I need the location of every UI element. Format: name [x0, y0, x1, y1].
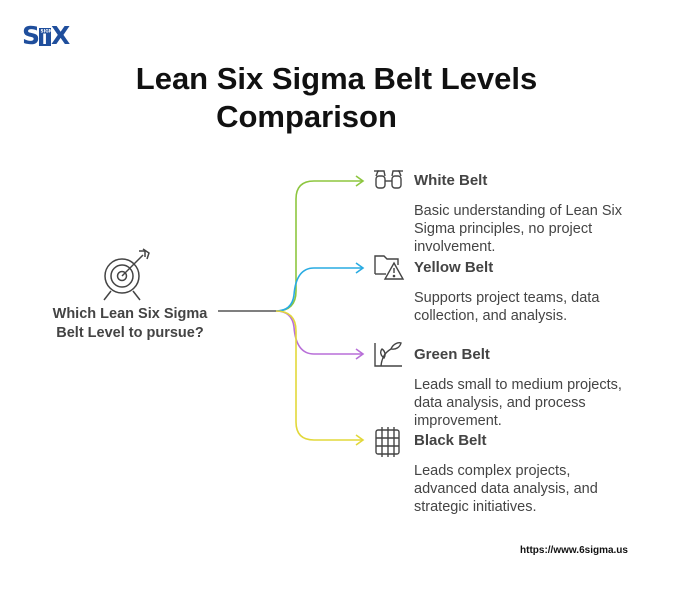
logo-letter-i: I: [42, 32, 47, 48]
white-belt-description: Basic understanding of Lean Six Sigma pr…: [414, 203, 622, 255]
arrow-yellow-belt: [355, 262, 365, 274]
page-title: Lean Six Sigma Belt Levels Comparison: [0, 60, 673, 136]
folder-warning-icon: [374, 255, 405, 280]
green-belt-description: Leads small to medium projects, data ana…: [414, 377, 622, 429]
logo-letter-x: X: [51, 22, 70, 50]
yellow-belt-description: Supports project teams, data collection,…: [414, 290, 600, 324]
question-line-2: Belt Level to pursue?: [56, 325, 204, 341]
logo-mark: S SIGMA I X: [22, 21, 70, 50]
arrow-black-belt: [355, 434, 365, 446]
logo-letter-s: S: [22, 22, 40, 50]
connector-white-belt: [275, 180, 362, 312]
binoculars-icon: [374, 170, 403, 189]
yellow-belt-title: Yellow Belt: [414, 259, 494, 276]
black-belt-title: Black Belt: [414, 432, 487, 449]
abacus-icon: [375, 427, 400, 457]
logo-sub: SIGMA: [41, 29, 57, 35]
question-line-1: Which Lean Six Sigma: [52, 306, 208, 322]
six-sigma-logo: S SIGMA I X: [22, 21, 72, 50]
black-belt-description: Leads complex projects, advanced data an…: [414, 463, 598, 515]
green-belt-title: Green Belt: [414, 346, 490, 363]
white-belt-title: White Belt: [414, 172, 488, 189]
title-line-2: Comparison: [216, 99, 397, 134]
footer-url[interactable]: https://www.6sigma.us: [520, 545, 628, 556]
arrow-green-belt: [355, 348, 365, 360]
connector-yellow-belt: [275, 267, 362, 312]
central-question: Which Lean Six Sigma Belt Level to pursu…: [40, 305, 220, 343]
growth-chart-icon: [374, 342, 402, 367]
connector-black-belt: [275, 310, 362, 441]
title-line-1: Lean Six Sigma Belt Levels: [135, 61, 538, 96]
target-icon: [103, 248, 150, 301]
arrow-white-belt: [355, 175, 365, 187]
connector-green-belt: [275, 310, 362, 355]
